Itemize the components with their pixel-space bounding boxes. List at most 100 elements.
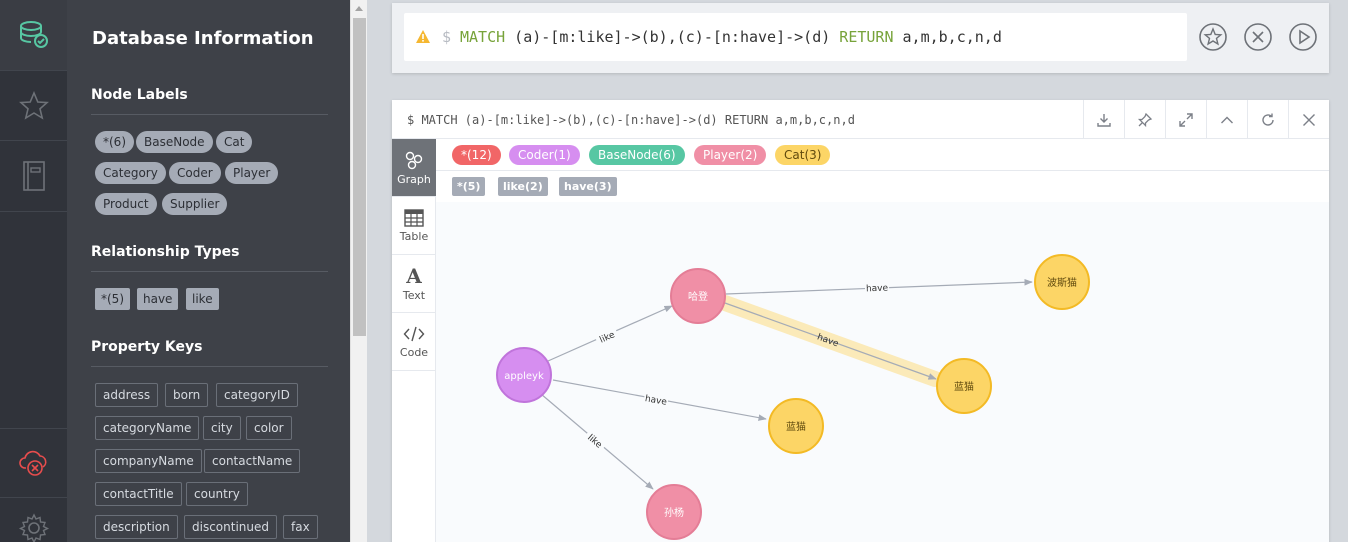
node-label: 蓝猫 <box>954 380 974 393</box>
property-key-button[interactable]: contactName <box>204 449 301 473</box>
tab-text[interactable]: A Text <box>392 255 436 313</box>
tab-label: Graph <box>397 172 431 186</box>
divider <box>91 114 328 115</box>
legend-rel-have[interactable]: have(3) <box>559 177 617 196</box>
editor-bar: $ MATCH (a)-[m:like]->(b),(c)-[n:have]->… <box>392 3 1329 73</box>
clear-editor-icon[interactable] <box>1243 22 1273 52</box>
property-key-button[interactable]: discontinued <box>184 515 277 539</box>
property-key-button[interactable]: description <box>95 515 178 539</box>
run-query-icon[interactable] <box>1288 22 1318 52</box>
query-keyword: MATCH <box>460 28 506 46</box>
view-tabs: Graph Table A Text <box>392 139 436 542</box>
code-icon <box>403 326 425 341</box>
fullscreen-button[interactable] <box>1165 100 1206 139</box>
legend-node-basenode[interactable]: BaseNode(6) <box>589 145 685 165</box>
node-label: appleyk <box>504 371 544 382</box>
node-labels-heading: Node Labels <box>91 87 188 103</box>
divider <box>91 271 328 272</box>
node-cat[interactable]: 蓝猫 <box>768 398 824 454</box>
property-key-button[interactable]: categoryID <box>216 383 298 407</box>
database-check-icon <box>19 21 48 48</box>
star-icon <box>18 90 49 120</box>
node-label-pill[interactable]: Cat <box>216 131 253 153</box>
relationship-like[interactable]: like <box>547 305 673 362</box>
frame-query-title[interactable]: $ MATCH (a)-[m:like]->(b),(c)-[n:have]->… <box>407 113 855 127</box>
download-icon <box>1097 113 1111 127</box>
legend-rel-like[interactable]: like(2) <box>498 177 548 196</box>
property-key-button[interactable]: born <box>165 383 209 407</box>
collapse-button[interactable] <box>1206 100 1247 139</box>
rerun-button[interactable] <box>1247 100 1288 139</box>
node-player[interactable]: 孙杨 <box>646 484 702 540</box>
svg-text:A: A <box>405 266 422 286</box>
query-text[interactable]: MATCH (a)-[m:like]->(b),(c)-[n:have]->(d… <box>460 13 1002 61</box>
rail-documents-button[interactable] <box>0 141 67 212</box>
node-label-pill[interactable]: Player <box>225 162 279 184</box>
favorite-star-icon[interactable] <box>1198 22 1228 52</box>
graph-canvas[interactable]: like like have have <box>436 202 1329 542</box>
node-label-pill[interactable]: Coder <box>169 162 221 184</box>
legend-node-player[interactable]: Player(2) <box>694 145 767 165</box>
node-label-legend: *(12) Coder(1) BaseNode(6) Player(2) Cat… <box>436 139 1329 171</box>
graph-svg[interactable]: like like have have <box>436 202 1329 542</box>
database-info-drawer: Database Information Node Labels *(6) Ba… <box>67 0 350 542</box>
node-label-pill[interactable]: *(6) <box>95 131 134 153</box>
property-key-button[interactable]: city <box>203 416 241 440</box>
query-editor[interactable]: $ MATCH (a)-[m:like]->(b),(c)-[n:have]->… <box>404 13 1187 61</box>
pin-button[interactable] <box>1124 100 1165 139</box>
relationship-have-selected[interactable]: have <box>717 295 943 387</box>
relationship-like[interactable]: like <box>540 393 654 490</box>
relationship-have[interactable]: have <box>552 379 767 421</box>
node-label-pill[interactable]: BaseNode <box>136 131 213 153</box>
scroll-up-arrow-icon[interactable] <box>355 6 363 11</box>
rail-settings-button[interactable] <box>0 498 67 542</box>
node-label-pill[interactable]: Category <box>95 162 166 184</box>
drawer-scrollbar[interactable] <box>350 0 367 542</box>
tab-graph[interactable]: Graph <box>392 139 436 197</box>
rail-database-button[interactable] <box>0 0 67 71</box>
tab-table[interactable]: Table <box>392 197 436 255</box>
gear-icon <box>18 513 49 542</box>
property-key-button[interactable]: contactTitle <box>95 482 182 506</box>
node-coder[interactable]: appleyk <box>496 347 552 403</box>
relationship-label: have <box>866 284 889 295</box>
property-key-button[interactable]: companyName <box>95 449 202 473</box>
legend-node-cat[interactable]: Cat(3) <box>775 145 831 165</box>
property-key-button[interactable]: country <box>186 482 248 506</box>
expand-icon <box>1179 112 1193 127</box>
chevron-up-icon <box>1221 116 1233 123</box>
legend-node-all[interactable]: *(12) <box>452 145 501 165</box>
node-cat[interactable]: 蓝猫 <box>936 358 992 414</box>
node-cat[interactable]: 波斯猫 <box>1034 254 1090 310</box>
frame-header: $ MATCH (a)-[m:like]->(b),(c)-[n:have]->… <box>392 100 1329 139</box>
text-icon: A <box>405 266 422 286</box>
property-key-button[interactable]: fax <box>283 515 318 539</box>
prompt-symbol: $ <box>442 28 452 46</box>
icon-rail <box>0 0 67 542</box>
rail-connection-button[interactable] <box>0 428 67 498</box>
property-key-button[interactable]: address <box>95 383 159 407</box>
legend-rel-all[interactable]: *(5) <box>452 177 486 196</box>
warning-icon <box>416 30 430 43</box>
relationship-type-tag[interactable]: have <box>137 288 179 310</box>
tab-code[interactable]: Code <box>392 313 436 371</box>
download-button[interactable] <box>1083 100 1124 139</box>
node-label-pill[interactable]: Product <box>95 193 157 215</box>
property-key-button[interactable]: color <box>246 416 292 440</box>
query-pattern: (a)-[m:like]->(b),(c)-[n:have]->(d) <box>505 28 840 46</box>
relationship-have[interactable]: have <box>725 278 1033 295</box>
node-label: 哈登 <box>688 290 708 303</box>
close-frame-button[interactable] <box>1288 100 1329 139</box>
node-label-pill[interactable]: Supplier <box>162 193 228 215</box>
property-key-button[interactable]: categoryName <box>95 416 200 440</box>
relationship-type-tag[interactable]: like <box>186 288 219 310</box>
node-player[interactable]: 哈登 <box>670 268 726 324</box>
query-keyword: RETURN <box>839 28 894 46</box>
relationship-type-tag[interactable]: *(5) <box>95 288 130 310</box>
node-label: 孙杨 <box>664 506 684 519</box>
scrollbar-thumb[interactable] <box>353 18 366 336</box>
rail-favorites-button[interactable] <box>0 71 67 141</box>
divider <box>91 366 328 367</box>
legend-node-coder[interactable]: Coder(1) <box>509 145 580 165</box>
